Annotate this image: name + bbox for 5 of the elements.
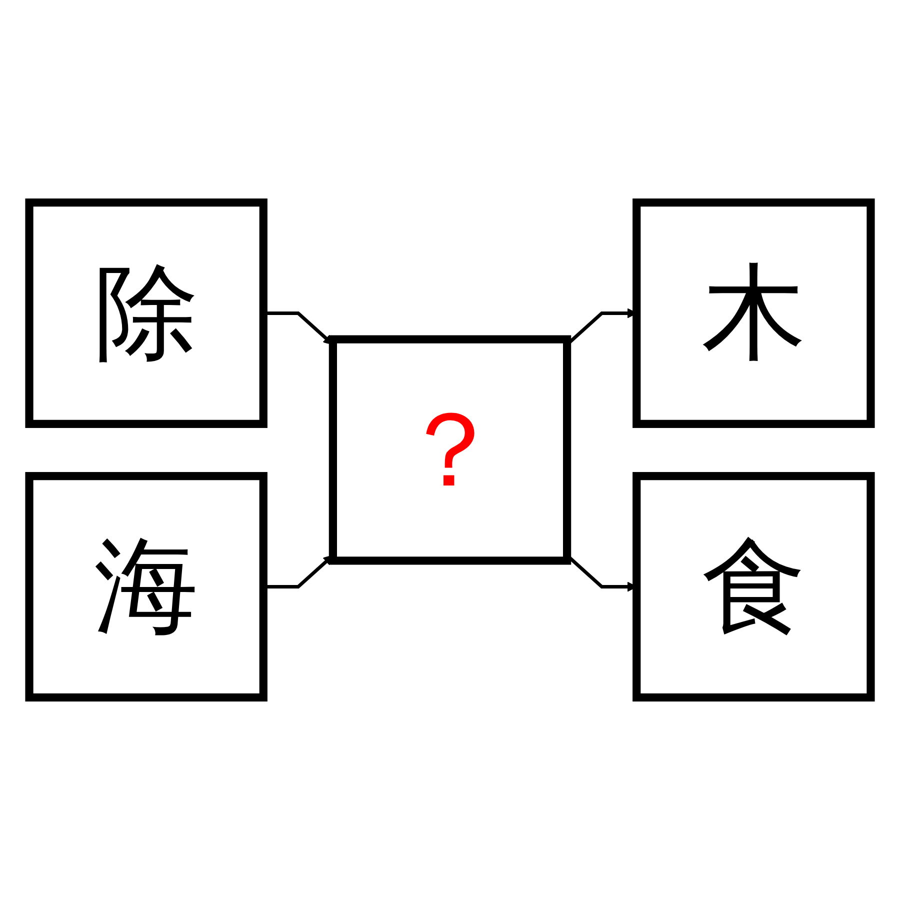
node-box: 食 [632, 472, 875, 702]
node-box: ？ [328, 335, 572, 565]
node-box: 除 [25, 198, 268, 428]
node-box: 木 [632, 198, 875, 428]
node-box: 海 [25, 472, 268, 702]
